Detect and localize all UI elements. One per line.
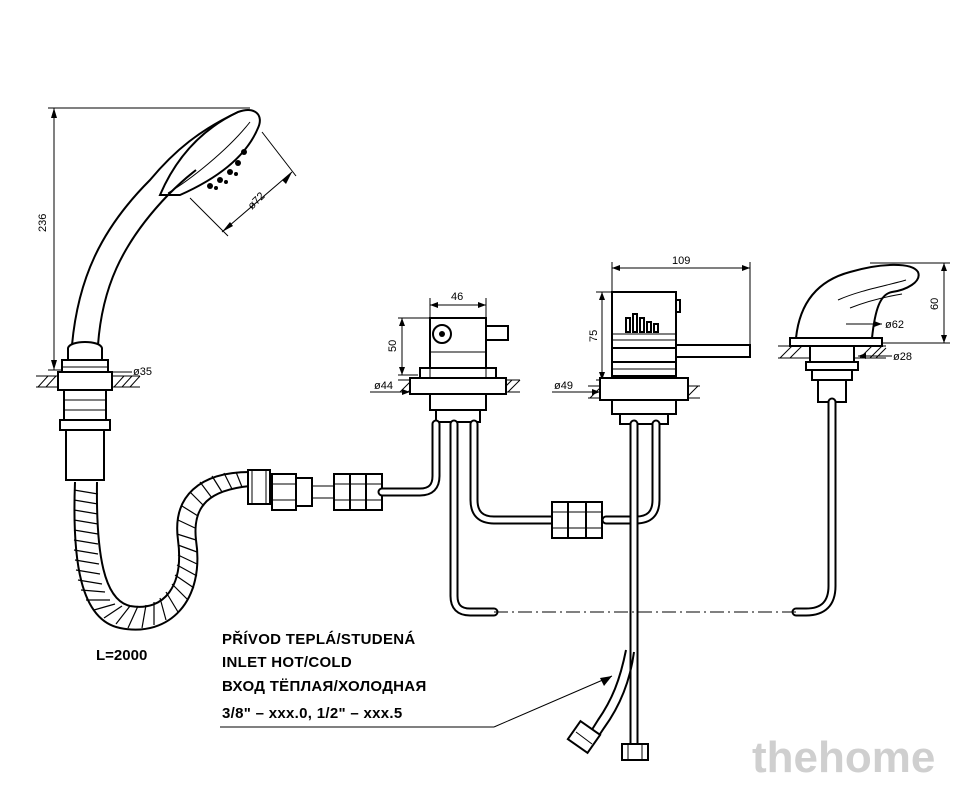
valve1-base-dia-label: ø44 xyxy=(374,380,393,392)
hand-shower-height-label: 236 xyxy=(37,214,49,232)
temperature-scale-icon xyxy=(625,313,659,333)
inlet-note-line1: PŘÍVOD TEPLÁ/STUDENÁ xyxy=(222,630,416,648)
shower-head-nozzles xyxy=(207,149,247,190)
diverter-valve: 46 50 ø44 xyxy=(370,291,521,423)
valve1-width-label: 46 xyxy=(451,291,463,303)
mixer: 109 75 xyxy=(552,255,751,425)
union-nut xyxy=(551,501,603,539)
inlet-note: PŘÍVOD TEPLÁ/STUDENÁ INLET HOT/COLD ВХОД… xyxy=(222,630,427,722)
hose-length-label: L=2000 xyxy=(96,647,147,664)
inlet-note-line3: ВХОД ТЁПЛАЯ/ХОЛОДНАЯ xyxy=(222,678,427,695)
valve1-height-label: 50 xyxy=(387,340,399,352)
hand-shower: 236 ø72 xyxy=(36,107,297,481)
mixer-height-label: 75 xyxy=(588,330,600,342)
note-leader-arrow xyxy=(493,675,613,728)
bath-spout: 60 ø62 ø28 xyxy=(778,262,950,403)
spout-dia-label: ø62 xyxy=(885,319,904,331)
inlet-note-line2: INLET HOT/COLD xyxy=(222,654,352,671)
spout-height-label: 60 xyxy=(929,298,941,310)
hand-shower-base-dia-label: ø35 xyxy=(133,366,152,378)
spout-base-dia-label: ø28 xyxy=(893,351,912,363)
mixer-base-dia-label: ø49 xyxy=(554,380,573,392)
pipes xyxy=(377,397,837,749)
hose-coil-marks xyxy=(73,471,243,629)
watermark-logo: thehome xyxy=(752,733,935,782)
flexible-hose: L=2000 xyxy=(73,471,251,664)
inlet-hoses xyxy=(566,649,649,761)
inlet-note-line4: 3/8" – xxx.0, 1/2" – xxx.5 xyxy=(222,705,403,722)
mixer-width-label: 109 xyxy=(672,255,690,267)
hose-connector xyxy=(247,469,383,511)
